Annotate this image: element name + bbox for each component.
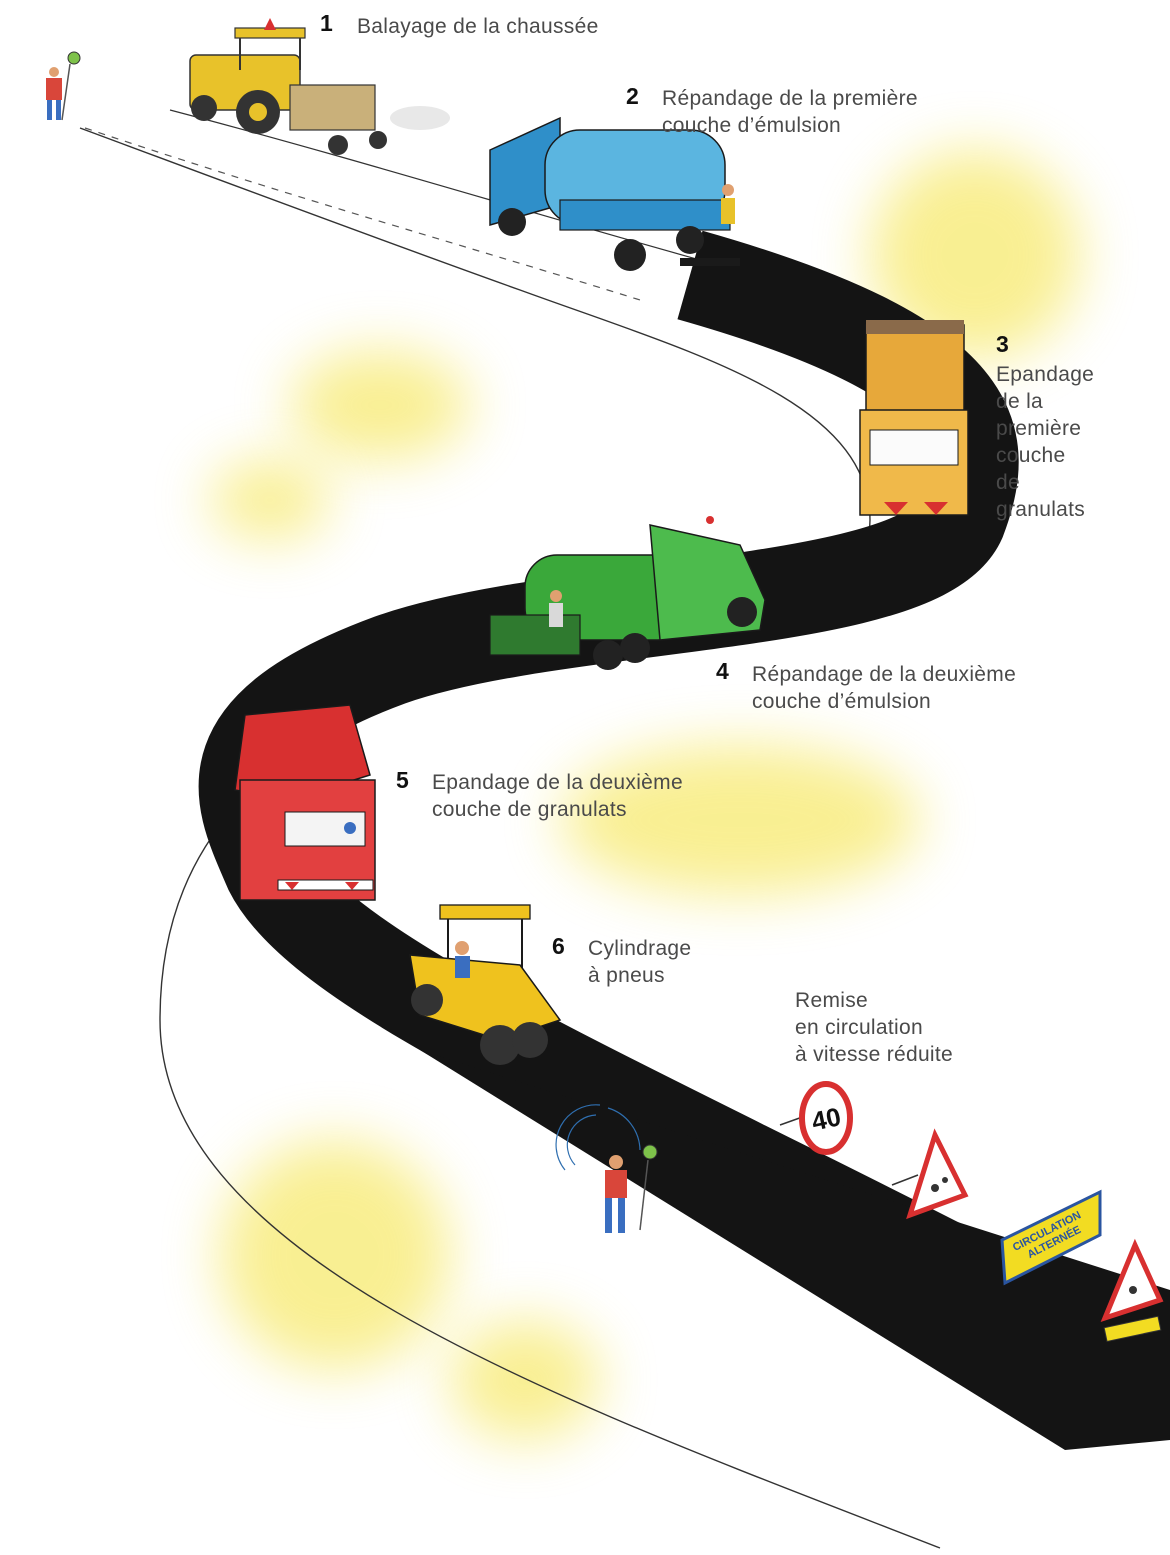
step-6-number: 6	[552, 933, 565, 960]
roadworks-warning-sign	[1104, 1245, 1161, 1341]
step-3-label: Epandage de la première couche de granul…	[996, 361, 1094, 523]
flagman-top	[46, 52, 80, 120]
step-5-label: Epandage de la deuxième couche de granul…	[432, 769, 683, 823]
step-3-number: 3	[996, 331, 1009, 358]
step-4-label: Répandage de la deuxième couche d’émulsi…	[752, 661, 1016, 715]
step-1-number: 1	[320, 10, 333, 37]
orange-gravel-truck	[860, 320, 968, 515]
speed-limit-value: 40	[809, 1101, 844, 1136]
step-4-number: 4	[716, 658, 729, 685]
step-5-number: 5	[396, 767, 409, 794]
step-6-label: Cylindrage à pneus	[588, 935, 691, 989]
remise-label: Remise en circulation à vitesse réduite	[795, 987, 953, 1068]
red-gravel-truck	[235, 705, 375, 900]
step-2-label: Répandage de la première couche d’émulsi…	[662, 85, 918, 139]
step-2-number: 2	[626, 83, 639, 110]
step-1-label: Balayage de la chaussée	[357, 13, 599, 40]
